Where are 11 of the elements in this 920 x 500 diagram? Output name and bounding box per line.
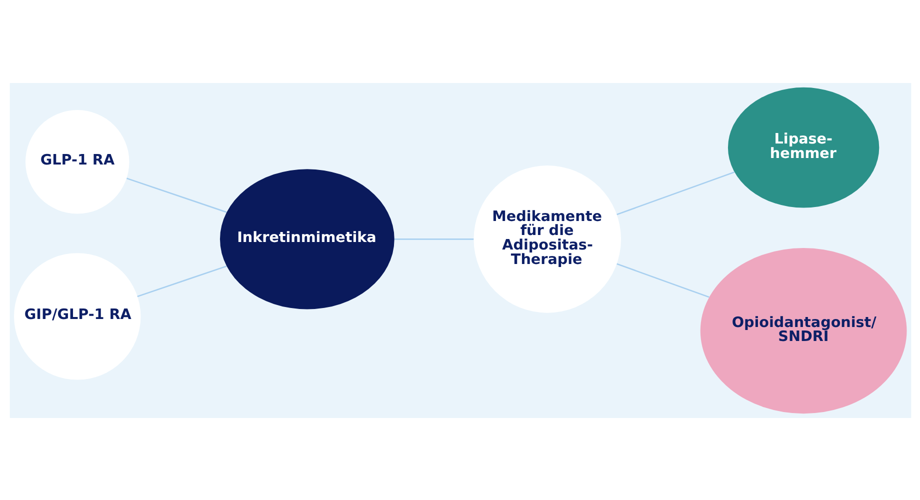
node-circle: GIP/GLP-1 RA bbox=[14, 252, 140, 380]
connector bbox=[126, 177, 226, 212]
node-ellipse: Lipase- hemmer bbox=[727, 86, 879, 208]
connector bbox=[616, 262, 709, 298]
connector bbox=[394, 238, 474, 240]
node-ellipse: Inkretinmimetika bbox=[219, 168, 394, 309]
node-circle: GLP-1 RA bbox=[24, 110, 129, 214]
connector bbox=[136, 265, 226, 297]
connector bbox=[616, 171, 734, 215]
node-ellipse: Opioidantagonist/ SNDRI bbox=[700, 248, 906, 414]
node-circle: Medikamente für die Adipositas- Therapie bbox=[473, 165, 621, 312]
